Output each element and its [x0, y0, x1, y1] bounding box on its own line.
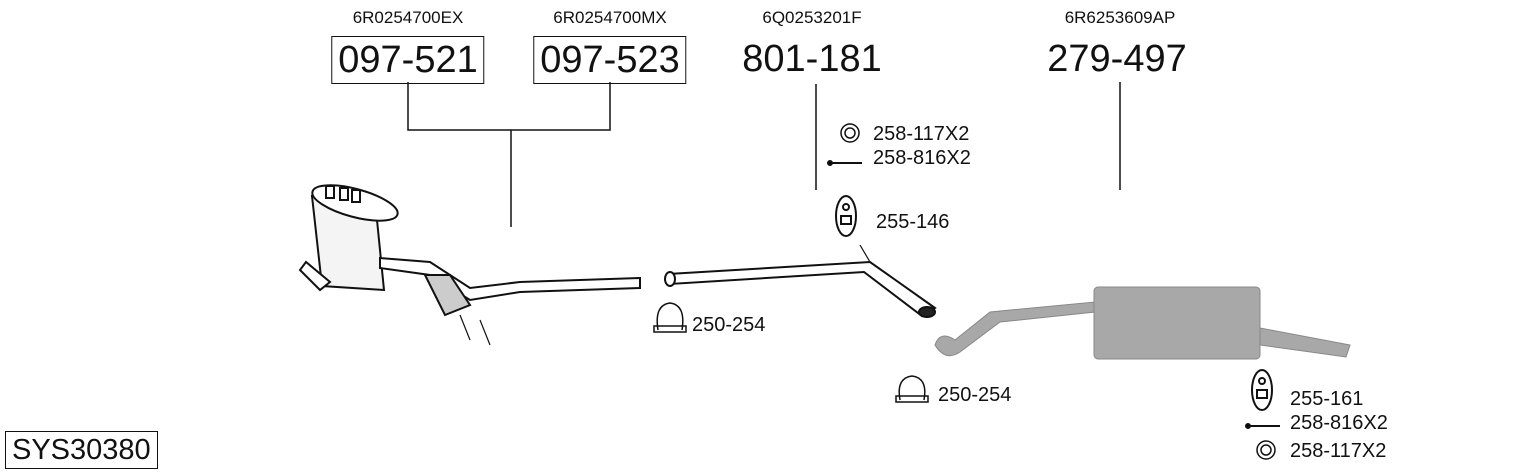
accessory-label[interactable]: 258-816X2	[873, 147, 971, 169]
accessory-label[interactable]: 250-254	[938, 384, 1012, 406]
diesel-particulate-filter	[298, 184, 641, 346]
accessory-label[interactable]: 250-254	[692, 314, 766, 336]
part-number-rear-silencer[interactable]: 279-497	[1047, 38, 1187, 80]
oem-number: 6R0254700MX	[553, 8, 667, 27]
accessory-label[interactable]: 255-146	[876, 211, 950, 233]
ring-icon	[840, 123, 1276, 460]
connector-lines	[407, 82, 1121, 227]
part-number-dpf-2[interactable]: 097-523	[533, 36, 687, 84]
intermediate-pipe	[664, 244, 937, 318]
rear-silencer	[934, 286, 1351, 360]
bolt-icon	[827, 160, 1280, 429]
accessory-label[interactable]: 255-161	[1290, 388, 1364, 410]
oem-number: 6R6253609AP	[1064, 8, 1176, 27]
oem-number: 6R0254700EX	[352, 8, 464, 27]
clamp-icon	[653, 302, 929, 403]
part-number-intermediate-pipe[interactable]: 801-181	[742, 38, 882, 80]
part-number-dpf-1[interactable]: 097-521	[331, 36, 485, 84]
system-code: SYS30380	[5, 431, 158, 469]
hanger-icon	[835, 195, 1273, 411]
accessory-label[interactable]: 258-117X2	[873, 123, 970, 145]
accessory-label[interactable]: 258-117X2	[1290, 440, 1387, 462]
accessory-label[interactable]: 258-816X2	[1290, 412, 1388, 434]
oem-number: 6Q0253201F	[762, 8, 862, 27]
